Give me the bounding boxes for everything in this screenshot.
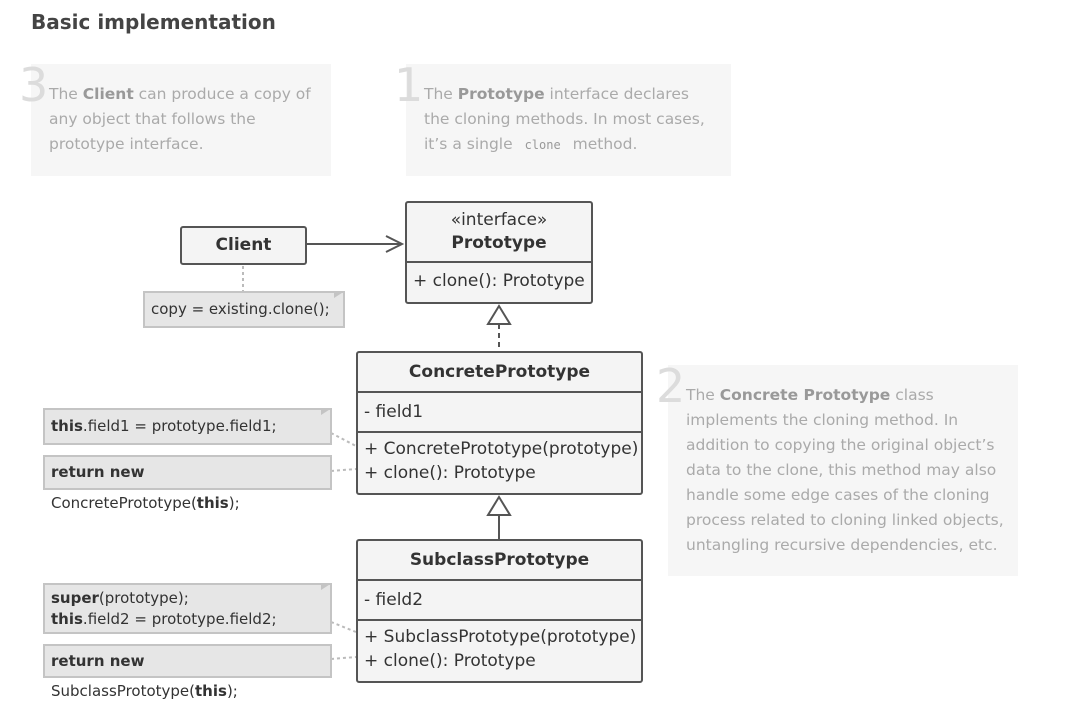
methods: + SubclassPrototype(prototype) + clone()… (358, 619, 641, 673)
callout-number: 2 (656, 359, 686, 413)
generalization-arrowhead (486, 495, 512, 516)
subclass-clone-note: return new SubclassPrototype(this); (43, 644, 332, 700)
note-link-concrete-ctor (330, 432, 357, 447)
method: + clone(): Prototype (407, 261, 591, 299)
callout-number: 1 (394, 58, 424, 112)
class-name: ConcretePrototype (408, 362, 591, 382)
constructor-method: + ConcretePrototype(prototype) (364, 439, 639, 459)
client-note: copy = existing.clone(); (143, 291, 345, 328)
callout-text: The Concrete Prototype class implements … (686, 386, 1004, 554)
callout-prototype: 1 The Prototype interface declares the c… (394, 62, 731, 176)
clone-method: + clone(): Prototype (364, 651, 536, 671)
methods: + ConcretePrototype(prototype) + clone()… (358, 431, 641, 485)
constructor-method: + SubclassPrototype(prototype) (364, 627, 637, 647)
field: - field2 (358, 579, 641, 619)
field: - field1 (358, 391, 641, 431)
note-link-subclass-clone (330, 656, 357, 660)
callout-number: 3 (19, 58, 49, 112)
stereotype: «interface» (450, 210, 548, 230)
subclass-prototype-class: SubclassPrototype - field2 + SubclassPro… (356, 539, 643, 683)
client-class: Client (180, 226, 307, 265)
class-name: Prototype (451, 233, 547, 253)
note-fold-icon (321, 583, 332, 590)
note-link-concrete-clone (330, 468, 357, 472)
callout-text: The Client can produce a copy of any obj… (49, 85, 311, 153)
callout-concrete: 2 The Concrete Prototype class implement… (656, 363, 1018, 576)
prototype-interface: «interface» Prototype + clone(): Prototy… (405, 201, 593, 304)
class-name: Client (215, 235, 272, 255)
association-arrowhead (385, 235, 405, 253)
clone-method: + clone(): Prototype (364, 463, 536, 483)
page-title: Basic implementation (31, 10, 276, 34)
note-link-subclass-ctor (330, 621, 357, 633)
concrete-clone-note: return new ConcretePrototype(this); (43, 455, 332, 512)
note-fold-icon (334, 291, 345, 298)
subclass-ctor-note: super(prototype); this.field2 = prototyp… (43, 583, 332, 634)
class-name: SubclassPrototype (409, 550, 590, 570)
concrete-prototype-class: ConcretePrototype - field1 + ConcretePro… (356, 351, 643, 495)
concrete-ctor-note: this.field1 = prototype.field1; (43, 408, 332, 445)
note-fold-icon (321, 408, 332, 415)
realization-arrowhead (486, 304, 512, 325)
callout-text: The Prototype interface declares the clo… (424, 85, 705, 153)
callout-client: 3 The Client can produce a copy of any o… (19, 62, 331, 176)
